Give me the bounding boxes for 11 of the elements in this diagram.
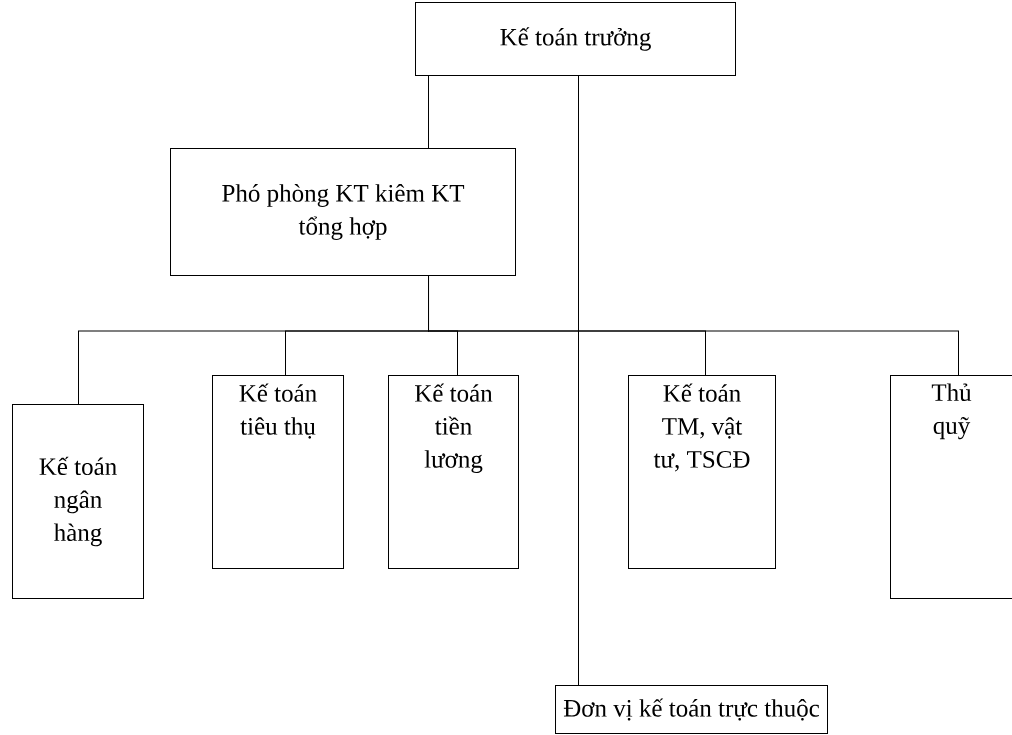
org-box: Kế toán trưởng: [415, 2, 736, 76]
org-box: Kế toán tiền lương: [388, 375, 519, 569]
connector-line: [578, 75, 579, 686]
org-box: Kế toán TM, vật tư, TSCĐ: [628, 375, 776, 569]
connector-line: [428, 75, 429, 149]
org-box: Phó phòng KT kiêm KT tổng hợp: [170, 148, 516, 276]
org-box: Kế toán ngân hàng: [12, 404, 144, 599]
connector-line: [428, 275, 959, 376]
org-box: Kế toán tiêu thụ: [212, 375, 344, 569]
org-box: Đơn vị kế toán trực thuộc: [555, 685, 828, 734]
org-box: Thủ quỹ: [890, 375, 1012, 599]
